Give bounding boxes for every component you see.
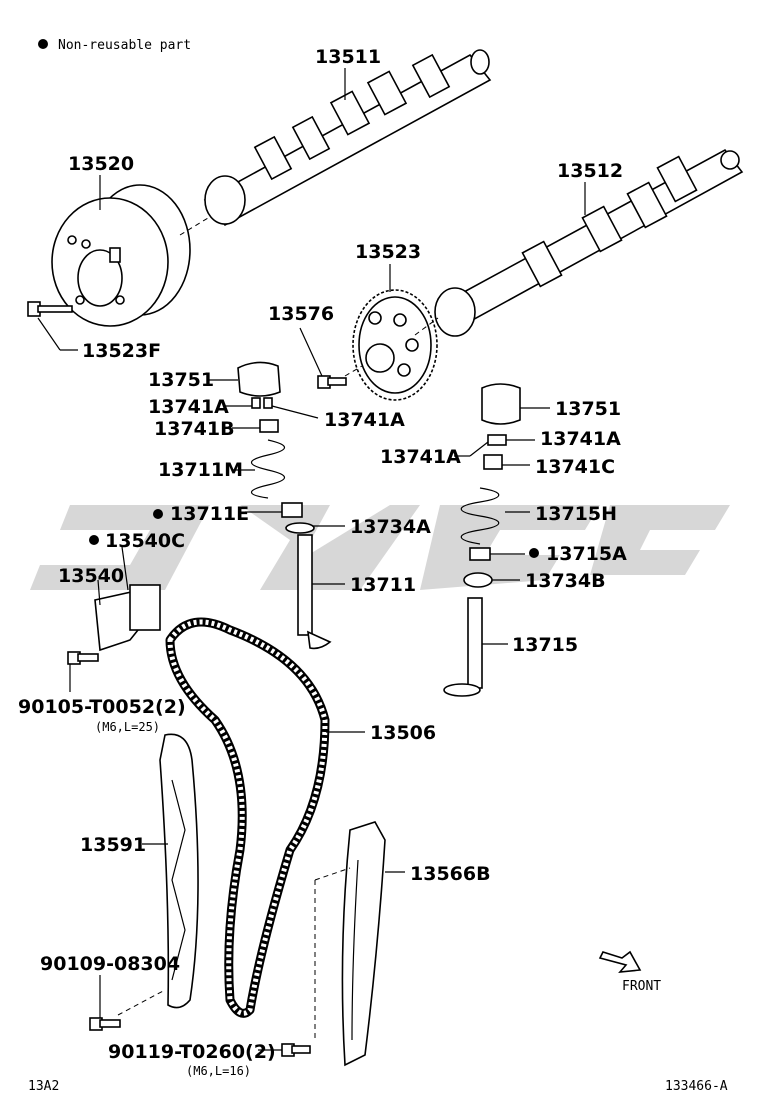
label-13741A-right-2: 13741A xyxy=(380,446,461,468)
label-13751-right: 13751 xyxy=(555,398,621,420)
label-13512: 13512 xyxy=(557,160,623,182)
front-direction-arrow: FRONT xyxy=(598,950,661,994)
label-13715: 13715 xyxy=(512,634,578,656)
label-13711E: 13711E xyxy=(170,503,249,525)
watermark-logo xyxy=(30,505,730,590)
label-13576: 13576 xyxy=(268,303,334,325)
label-90119-spec: (M6,L=16) xyxy=(186,1064,251,1078)
chain-slipper-13566B xyxy=(281,821,386,1067)
label-13523F: 13523F xyxy=(82,340,161,362)
label-13506: 13506 xyxy=(370,722,436,744)
label-13711: 13711 xyxy=(350,574,416,596)
bolt-13576 xyxy=(317,375,347,389)
label-13741B: 13741B xyxy=(154,418,235,440)
part-labels: 13511 13520 13512 13523 13576 13523F 137… xyxy=(18,46,627,1078)
label-13734B: 13734B xyxy=(525,570,606,592)
filled-dot-icon xyxy=(38,39,48,49)
filled-dot-icon xyxy=(153,509,163,519)
valve-train-left xyxy=(237,361,332,650)
label-90105-spec: (M6,L=25) xyxy=(95,720,160,734)
label-13741A-right-1: 13741A xyxy=(540,428,621,450)
label-13566B: 13566B xyxy=(410,863,491,885)
legend-text: Non-reusable part xyxy=(58,38,191,53)
footer-left-code: 13A2 xyxy=(28,1079,59,1094)
filled-dot-icon xyxy=(529,548,539,558)
label-13715H: 13715H xyxy=(535,503,617,525)
label-13741C: 13741C xyxy=(535,456,615,478)
label-13734A: 13734A xyxy=(350,516,431,538)
label-13523: 13523 xyxy=(355,241,421,263)
label-13741A-left-2: 13741A xyxy=(324,409,405,431)
camshaft-13511 xyxy=(203,49,492,227)
non-reusable-markers xyxy=(89,509,539,558)
label-13751-left: 13751 xyxy=(148,369,214,391)
label-90105: 90105-T0052(2) xyxy=(18,696,186,718)
bolt-13523F xyxy=(27,301,73,317)
label-13540: 13540 xyxy=(58,565,124,587)
valve-train-right xyxy=(443,383,521,697)
label-13715A: 13715A xyxy=(546,543,627,565)
tensioner-13540 xyxy=(67,584,161,665)
chain-guide-13591 xyxy=(89,733,199,1031)
alignment-lines xyxy=(117,217,439,1040)
label-13591: 13591 xyxy=(80,834,146,856)
leader-lines xyxy=(37,68,586,1051)
label-13741A-left-1: 13741A xyxy=(148,396,229,418)
label-13540C: 13540C xyxy=(105,530,185,552)
camshaft-13512 xyxy=(434,148,744,337)
cam-sprocket-13520 xyxy=(51,184,191,327)
label-90119: 90119-T0260(2) xyxy=(108,1041,276,1063)
timing-chain-13506 xyxy=(165,617,330,1018)
label-90109: 90109-08304 xyxy=(40,953,180,975)
footer-right-code: 133466-A xyxy=(665,1079,728,1094)
front-label: FRONT xyxy=(622,979,661,994)
label-13520: 13520 xyxy=(68,153,134,175)
label-13511: 13511 xyxy=(315,46,381,68)
cam-sprocket-13523 xyxy=(352,289,438,401)
legend: Non-reusable part xyxy=(38,38,191,53)
label-13711M: 13711M xyxy=(158,459,243,481)
filled-dot-icon xyxy=(89,535,99,545)
